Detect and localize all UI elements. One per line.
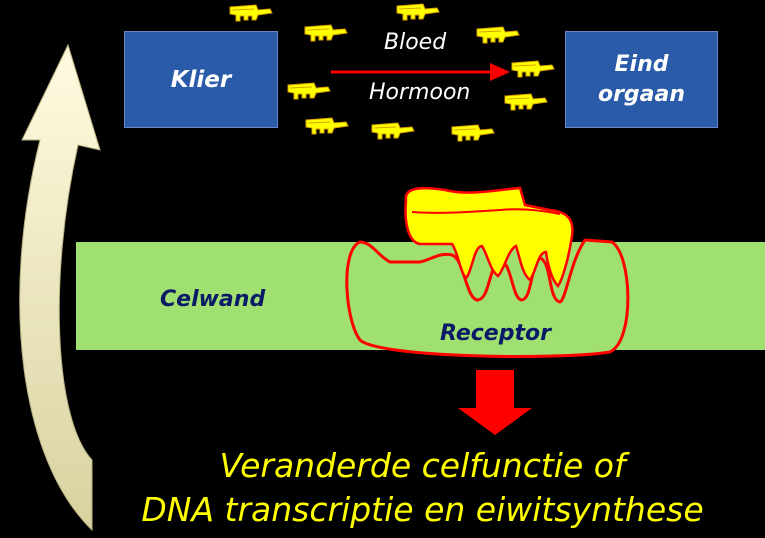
feedback-arrow-icon <box>19 43 101 532</box>
hormone-molecule-icon <box>511 60 555 78</box>
signal-down-arrow <box>458 370 532 435</box>
hormone-label: Hormoon <box>369 80 471 105</box>
gland-label: Klier <box>170 66 232 93</box>
blood-label: Bloed <box>384 30 447 55</box>
receptor-shape <box>345 238 630 358</box>
end-organ-label-line1: Eind <box>614 51 669 77</box>
hormone-molecule-icon <box>229 4 273 22</box>
cell-wall-label: Celwand <box>160 287 266 312</box>
end-organ-box: Eind orgaan <box>565 31 718 128</box>
hormone-molecule-icon <box>504 93 548 111</box>
hormone-molecule-icon <box>287 82 331 100</box>
hormone-molecule-icon <box>305 117 349 135</box>
receptor-label: Receptor <box>440 321 551 346</box>
gland-box: Klier <box>124 31 278 128</box>
hormone-molecule-icon <box>371 122 415 140</box>
hormone-molecule-icon <box>396 3 440 21</box>
end-organ-label-line2: orgaan <box>597 81 686 107</box>
hormone-molecule-icon <box>476 26 520 44</box>
result-text-line1: Veranderde celfunctie of <box>219 446 626 485</box>
hormone-molecule-icon <box>451 124 495 142</box>
result-text-line2: DNA transcriptie en eiwitsynthese <box>141 490 704 529</box>
hormone-molecule-icon <box>304 24 348 42</box>
